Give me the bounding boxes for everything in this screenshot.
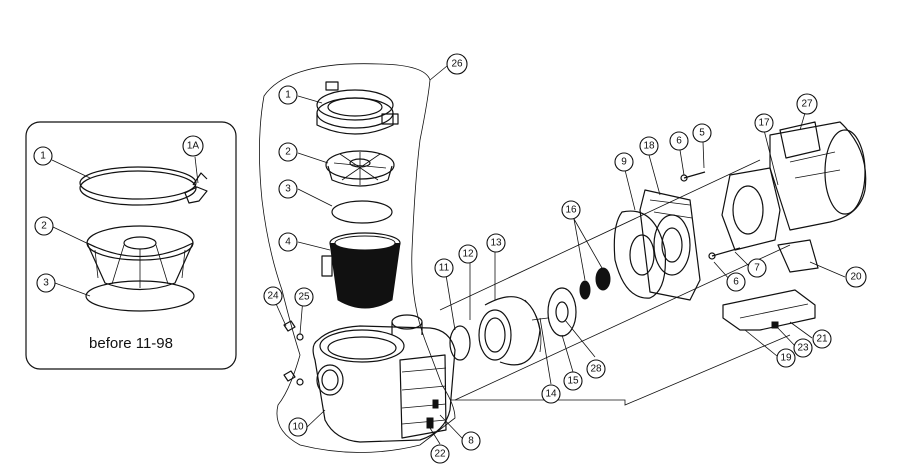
callout-3: 3 <box>278 179 298 199</box>
svg-text:8: 8 <box>468 436 474 447</box>
svg-text:13: 13 <box>490 238 502 249</box>
svg-text:1: 1 <box>285 90 291 101</box>
svg-text:27: 27 <box>801 99 813 110</box>
inset-callout-2: 2 <box>34 216 54 236</box>
pump-housing <box>312 314 456 443</box>
svg-text:11: 11 <box>439 263 450 274</box>
drain-plugs <box>283 320 304 386</box>
callout-4: 4 <box>278 232 298 252</box>
lid-o-ring <box>331 200 393 224</box>
svg-text:3: 3 <box>285 184 291 195</box>
inset-callout-1a: 1A <box>182 135 204 157</box>
impeller <box>531 287 577 337</box>
inset-strainer-dome <box>86 225 194 291</box>
kit-boundary <box>259 63 456 453</box>
svg-text:4: 4 <box>285 237 291 248</box>
callout-8: 8 <box>461 431 481 451</box>
motor-support <box>777 239 819 273</box>
svg-text:19: 19 <box>780 353 792 364</box>
svg-text:5: 5 <box>699 128 705 139</box>
svg-text:26: 26 <box>451 59 463 70</box>
callout-5: 5 <box>692 123 712 143</box>
callout-15: 15 <box>563 371 583 391</box>
svg-text:2: 2 <box>41 221 47 232</box>
callout-7: 7 <box>747 258 767 278</box>
callout-13: 13 <box>486 233 506 253</box>
callout-6-top: 6 <box>669 131 689 151</box>
motor-mounting-plate <box>639 189 701 301</box>
callout-leaders <box>272 65 846 445</box>
svg-text:9: 9 <box>621 157 627 168</box>
svg-text:14: 14 <box>545 389 557 400</box>
callout-9: 9 <box>614 152 634 172</box>
housing-gasket <box>449 325 471 361</box>
callout-2: 2 <box>278 142 298 162</box>
callout-16: 16 <box>561 200 581 220</box>
callout-14: 14 <box>541 384 561 404</box>
pump-lid <box>316 81 399 135</box>
svg-text:2: 2 <box>285 147 291 158</box>
svg-text:22: 22 <box>434 449 446 460</box>
callout-17: 17 <box>754 113 774 133</box>
svg-text:1A: 1A <box>187 141 200 152</box>
strainer-basket-top <box>325 150 395 187</box>
callout-25: 25 <box>294 287 314 307</box>
diffuser <box>478 296 542 366</box>
inset-callout-3: 3 <box>36 273 56 293</box>
callout-12: 12 <box>458 244 478 264</box>
svg-text:18: 18 <box>643 141 655 152</box>
svg-text:6: 6 <box>676 136 682 147</box>
inset-callout-1: 1 <box>33 146 53 166</box>
svg-text:21: 21 <box>816 334 828 345</box>
callout-21: 21 <box>812 329 832 349</box>
svg-text:20: 20 <box>850 272 862 283</box>
callout-1: 1 <box>278 85 298 105</box>
callout-19: 19 <box>776 348 796 368</box>
callout-26: 26 <box>446 53 468 75</box>
svg-text:10: 10 <box>292 422 304 433</box>
seal-plate <box>613 210 667 299</box>
svg-text:6: 6 <box>733 277 739 288</box>
callout-20: 20 <box>845 266 867 288</box>
svg-text:23: 23 <box>797 343 809 354</box>
svg-text:12: 12 <box>462 249 474 260</box>
svg-text:7: 7 <box>754 263 760 274</box>
svg-text:16: 16 <box>565 205 577 216</box>
svg-text:24: 24 <box>267 291 279 302</box>
callout-10: 10 <box>288 417 308 437</box>
callout-22: 22 <box>430 444 450 464</box>
motor <box>721 121 867 251</box>
svg-text:25: 25 <box>298 292 310 303</box>
svg-text:15: 15 <box>567 376 579 387</box>
motor-base <box>722 289 816 331</box>
inset-o-ring <box>85 280 195 312</box>
inset-lid-ring <box>79 166 208 206</box>
strainer-basket <box>321 232 401 309</box>
inset-panel: 1 1A 2 3 <box>25 121 237 370</box>
callout-28: 28 <box>586 359 606 379</box>
svg-text:28: 28 <box>590 364 602 375</box>
svg-text:3: 3 <box>43 278 49 289</box>
callout-11: 11 <box>434 258 454 278</box>
axis-guides <box>439 159 791 406</box>
inset-caption: before 11-98 <box>89 335 173 352</box>
callout-27: 27 <box>796 93 818 115</box>
callout-24: 24 <box>263 286 283 306</box>
svg-text:1: 1 <box>40 151 46 162</box>
callout-6-bottom: 6 <box>726 272 746 292</box>
callout-18: 18 <box>639 136 659 156</box>
shaft-seal <box>579 267 611 300</box>
callout-23: 23 <box>793 338 813 358</box>
svg-text:17: 17 <box>758 118 770 129</box>
